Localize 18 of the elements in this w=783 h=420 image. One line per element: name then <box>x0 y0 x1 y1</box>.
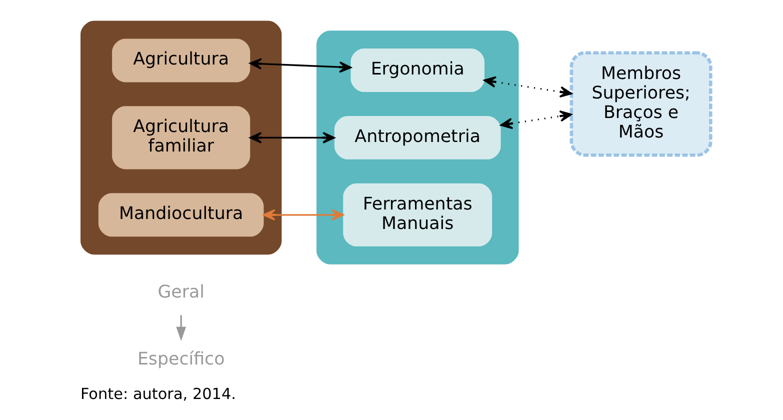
node-box: Mandiocultura <box>98 193 264 237</box>
arrow <box>263 209 344 221</box>
arrow <box>484 76 572 98</box>
node-text: Específico <box>137 350 225 370</box>
node-box: Ferramentas Manuais <box>343 183 492 246</box>
cluster <box>316 30 519 264</box>
arrow <box>176 315 186 341</box>
caption: Fonte: autora, 2014. <box>80 384 236 403</box>
node-box: Ergonomia <box>350 48 484 92</box>
cluster <box>80 20 282 255</box>
arrow <box>249 132 335 144</box>
arrow <box>500 110 572 130</box>
node-box: Agricultura <box>112 38 250 82</box>
arrow <box>249 58 352 73</box>
node-text: Geral <box>158 282 204 302</box>
node-box: Membros Superiores; Braços e Mãos <box>570 51 712 157</box>
node-box: Antropometria <box>334 116 501 160</box>
node-box: Agricultura familiar <box>112 106 250 170</box>
